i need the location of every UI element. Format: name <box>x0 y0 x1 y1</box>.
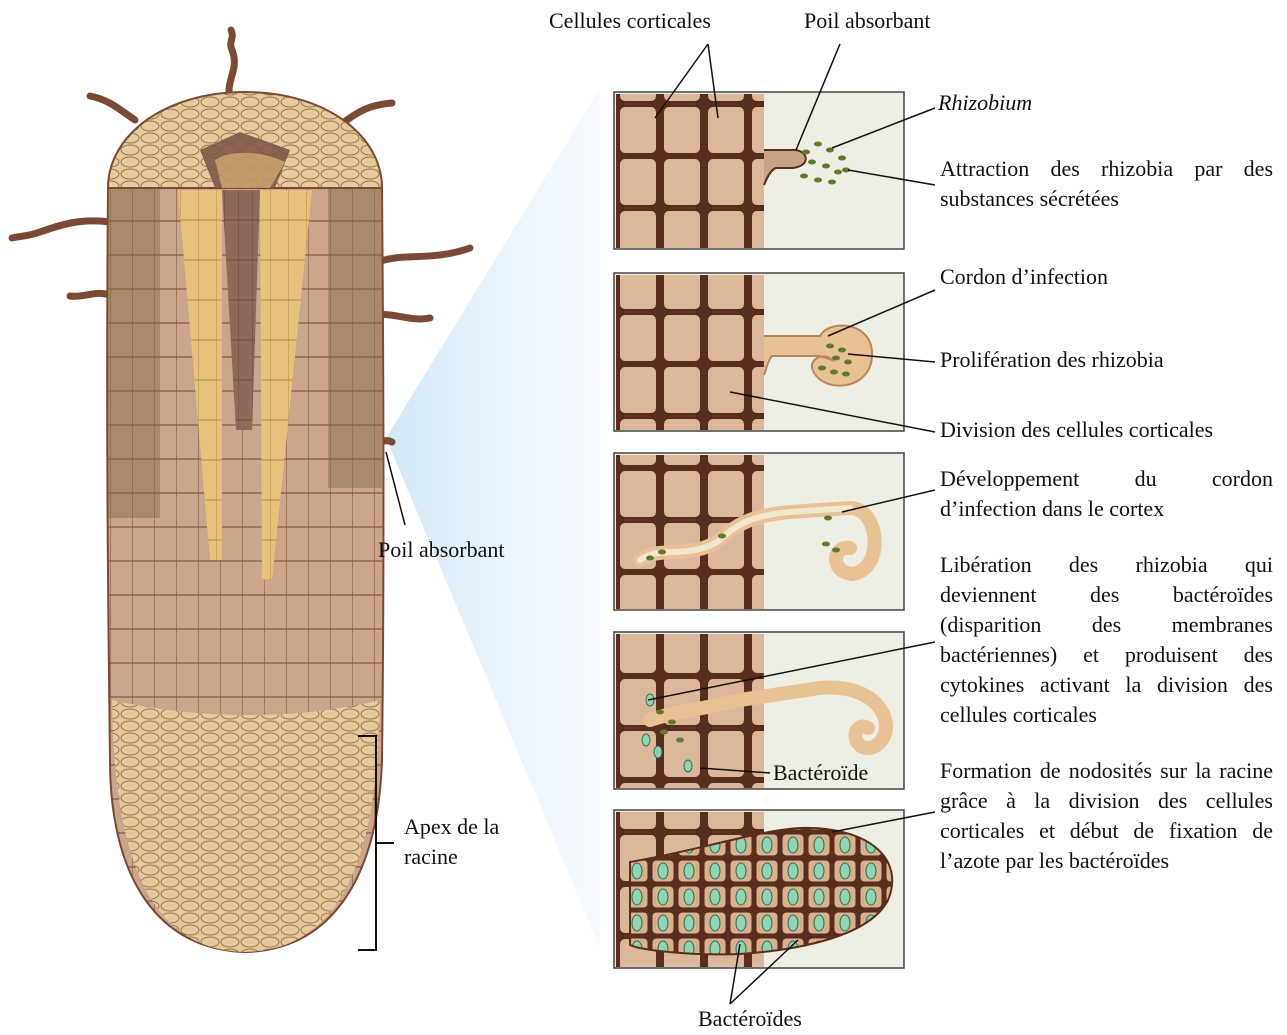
label-bacteroide: Bactéroïde <box>773 758 868 788</box>
root-hair <box>229 30 234 100</box>
cortex-shade-right <box>328 188 382 488</box>
cortex-shade-left <box>108 188 160 518</box>
label-apex: Apex de la racine <box>404 812 534 872</box>
label-proliferation: Prolifération des rhizobia <box>940 345 1164 375</box>
panel-2 <box>614 273 904 431</box>
label-bacteroides-bottom: Bactéroïdes <box>698 1004 802 1034</box>
label-developpement: Développement du cordon d’infection dans… <box>940 464 1273 524</box>
root-hair <box>378 248 470 262</box>
label-poil-absorbant-left: Poil absorbant <box>378 535 505 565</box>
label-rhizobium: Rhizobium <box>938 88 1032 118</box>
panel-3 <box>614 453 904 610</box>
label-liberation: Libération des rhizobia qui deviennent d… <box>940 550 1273 730</box>
root-hair <box>340 103 392 125</box>
root-hair <box>90 96 135 120</box>
root-apex <box>112 700 380 952</box>
label-attraction: Attraction des rhizobia par des substanc… <box>940 154 1273 214</box>
panel-5 <box>614 810 904 968</box>
root-hair <box>70 293 110 296</box>
root-hair <box>12 221 110 238</box>
label-poil-absorbant-top: Poil absorbant <box>804 6 931 36</box>
label-formation: Formation de nodosités sur la racine grâ… <box>940 756 1273 876</box>
label-division: Division des cellules corticales <box>940 415 1213 445</box>
label-cordon-infection: Cordon d’infection <box>940 262 1108 292</box>
label-cellules-corticales: Cellules corticales <box>549 6 711 36</box>
root-illustration <box>12 30 470 952</box>
